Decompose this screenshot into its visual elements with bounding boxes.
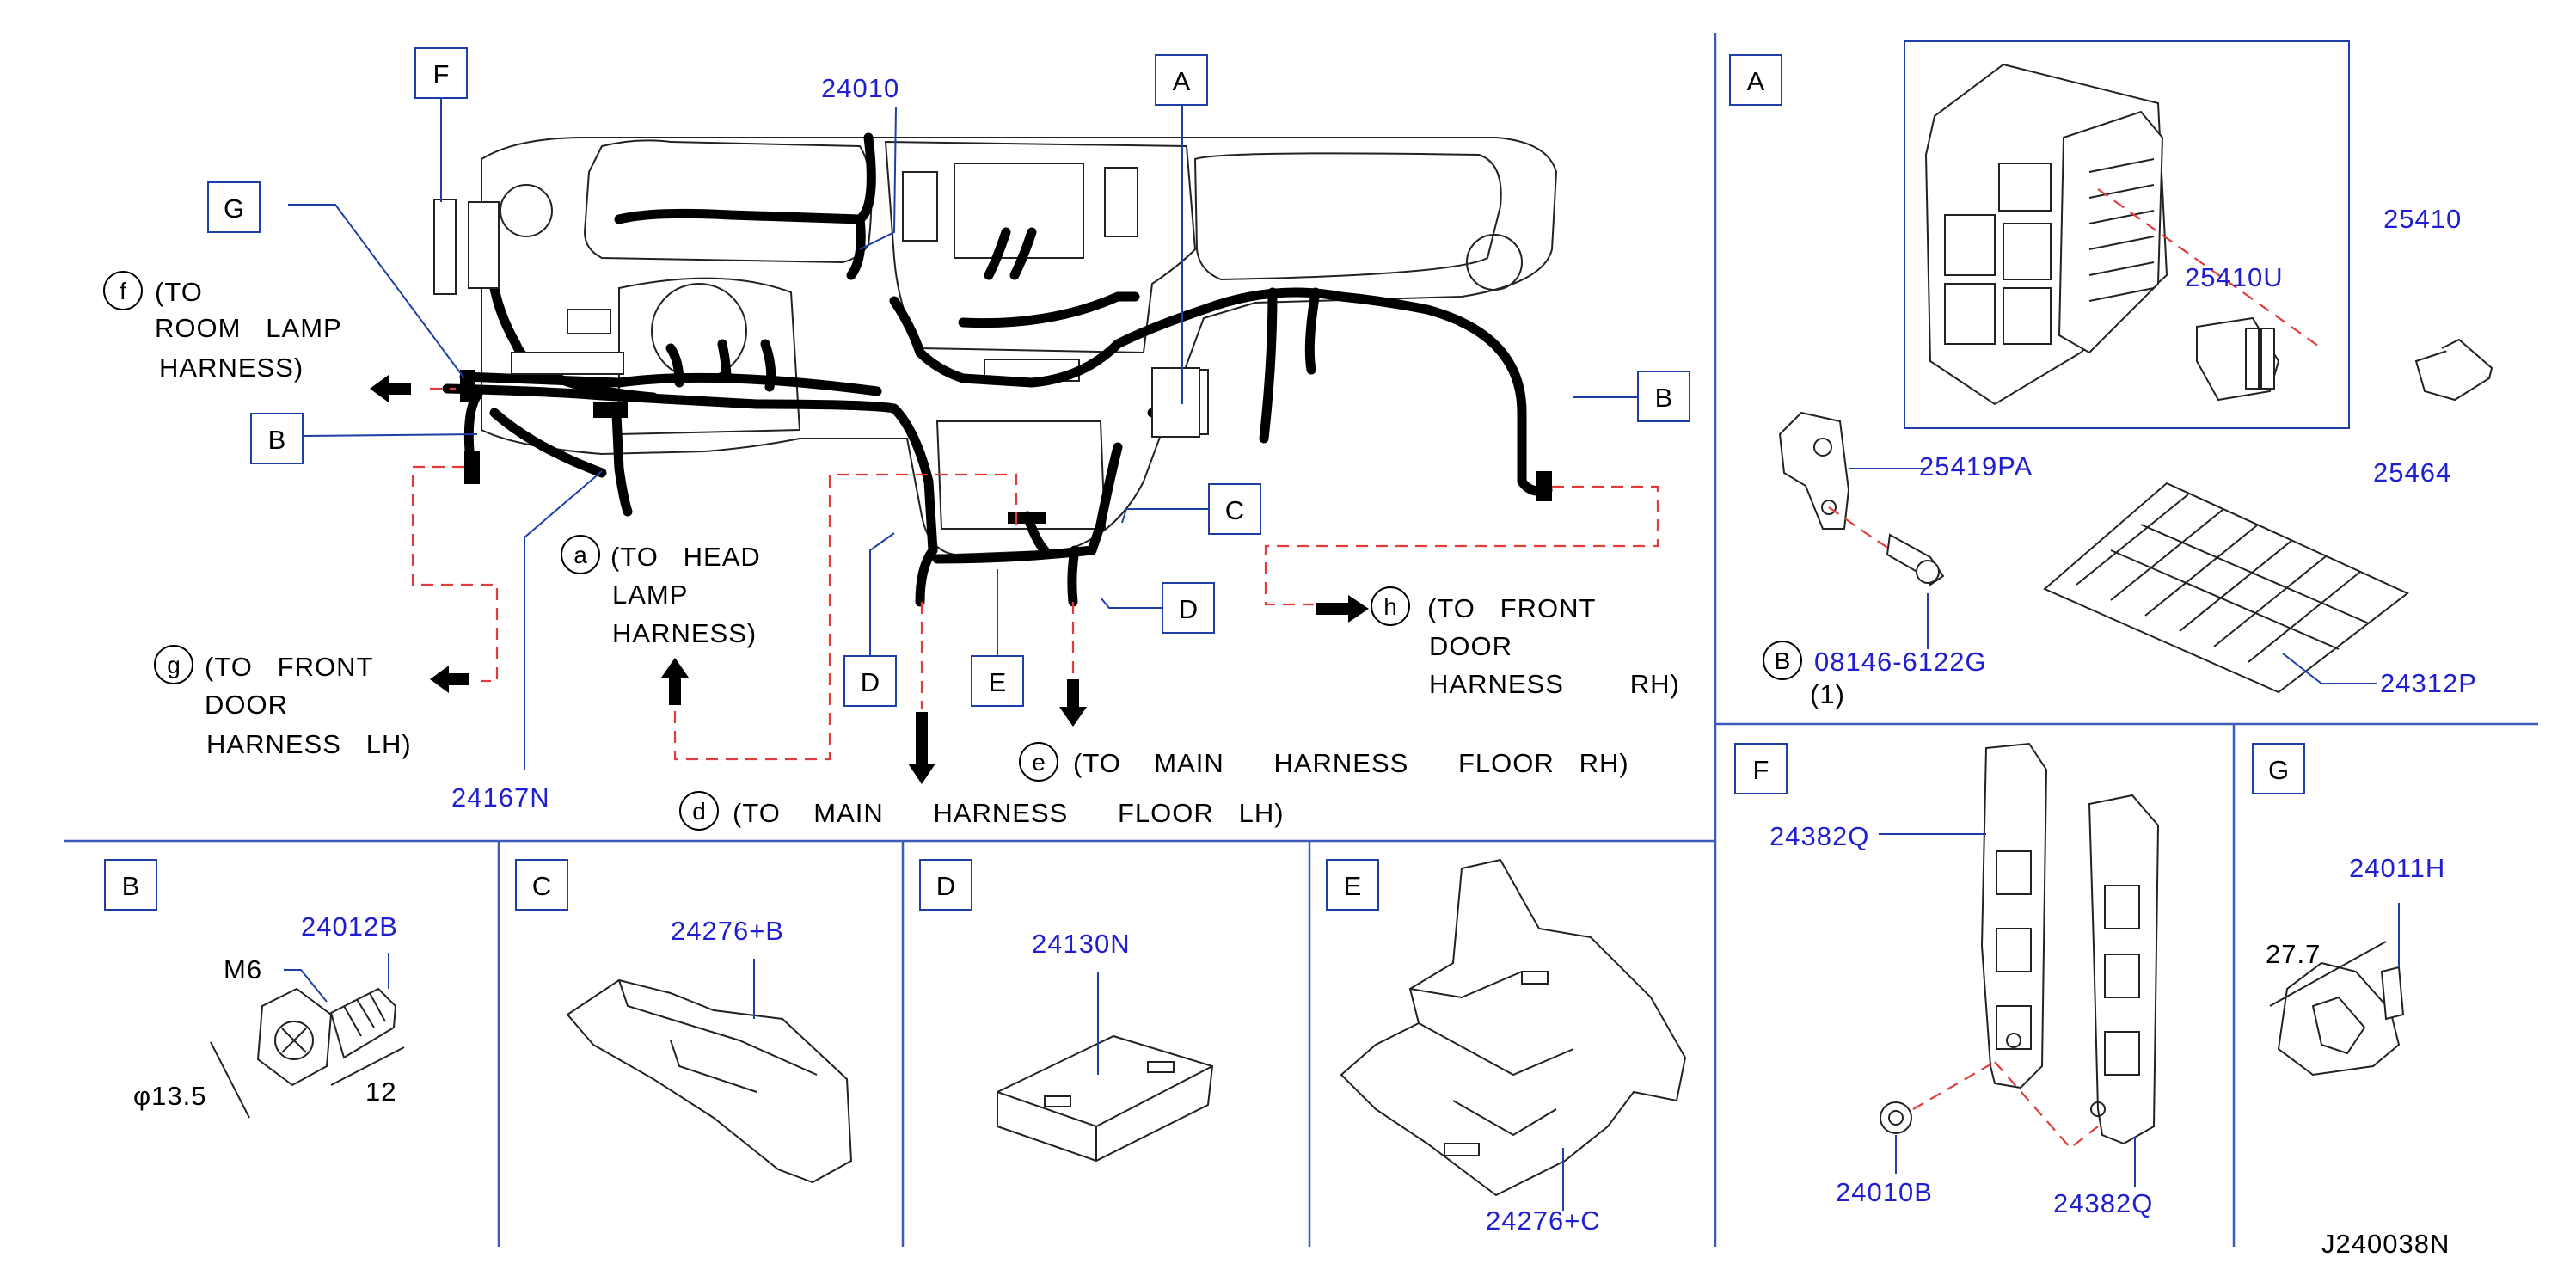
direction-arrows [370, 375, 1369, 784]
connector-a-line3: HARNESS) [612, 618, 757, 648]
connector-g-line1: (TO FRONT [205, 652, 373, 682]
connector-e-line1: (TO MAIN HARNESS FLOOR RH) [1073, 748, 1629, 778]
callout-D-lower: D [861, 667, 880, 697]
diagram-code: J240038N [2321, 1229, 2450, 1259]
connector-f-line2: ROOM LAMP [155, 313, 342, 343]
part-number-24276C: 24276+C [1486, 1205, 1601, 1236]
part-number-25419PA: 25419PA [1919, 451, 2033, 482]
bolt-24012B [210, 953, 405, 1119]
connector-a-line1: (TO HEAD [610, 542, 761, 572]
part-number-24276B: 24276+B [671, 916, 784, 946]
panel-A-label: A [1747, 66, 1765, 96]
bolt-diameter: φ13.5 [133, 1081, 206, 1111]
callout-D-right: D [1179, 594, 1198, 624]
callout-B-left: B [268, 425, 286, 455]
connector-e-letter: e [1032, 749, 1046, 776]
part-number-25410U: 25410U [2185, 262, 2284, 292]
fuse-block-25410 [1904, 40, 2350, 429]
connector-g-letter: g [167, 652, 181, 678]
callout-boxes [104, 47, 2305, 911]
wire-harness-24010 [433, 132, 1553, 607]
connector-g-line3: HARNESS LH) [206, 729, 412, 759]
part-number-24012B: 24012B [301, 911, 398, 942]
nut-24010B [1880, 1061, 2099, 1174]
fuse-label-24312P [2043, 482, 2409, 694]
part-number-24167N: 24167N [451, 782, 550, 813]
connector-h-line1: (TO FRONT [1427, 593, 1596, 623]
callout-G: G [224, 193, 244, 224]
connector-h-line3: HARNESS RH) [1429, 669, 1680, 699]
panel-E-label: E [1344, 871, 1362, 901]
callout-B-right: B [1655, 383, 1673, 413]
part-number-08146-6122G: 08146-6122G [1814, 647, 1987, 677]
bracket-24276C [1340, 858, 1687, 1211]
part-number-25464: 25464 [2373, 457, 2451, 488]
bolt-ref-letter: B [1775, 647, 1791, 674]
bracket-25419PA [1778, 411, 1926, 551]
callout-F: F [433, 59, 450, 89]
part-number-24130N: 24130N [1032, 929, 1131, 959]
part-number-24382Q-right: 24382Q [2053, 1188, 2153, 1218]
connector-a-line2: LAMP [612, 580, 688, 610]
part-number-24312P: 24312P [2380, 668, 2477, 698]
relay-25410U [2196, 316, 2280, 402]
panel-B-label: B [122, 871, 140, 901]
bracket-24382Q-left [1879, 742, 2048, 1089]
callout-A-main: A [1173, 66, 1191, 96]
connector-h-letter: h [1383, 593, 1397, 620]
connector-f-line1: (TO [155, 277, 203, 307]
bolt-thread-size: M6 [224, 954, 262, 985]
connector-f-line3: HARNESS) [159, 353, 304, 383]
callout-C-main: C [1225, 495, 1244, 525]
part-number-24010: 24010 [821, 73, 899, 103]
bracket-24382Q-right [2088, 794, 2160, 1187]
connector-d-line1: (TO MAIN HARNESS FLOOR LH) [733, 798, 1285, 828]
connector-h-line2: DOOR [1429, 631, 1512, 661]
part-number-24011H: 24011H [2349, 853, 2445, 883]
clip-dimension: 27.7 [2266, 939, 2321, 969]
panel-D-label: D [936, 871, 955, 901]
panel-F-label: F [1753, 755, 1769, 785]
connector-circles [103, 271, 1802, 831]
clip-24011H [2269, 903, 2405, 1077]
connector-f-letter: f [120, 278, 126, 304]
connector-g-line2: DOOR [205, 690, 288, 720]
connector-d-letter: d [692, 798, 706, 825]
fuse-25464 [2414, 338, 2493, 402]
connector-24130N [997, 972, 1214, 1163]
connector-a-letter: a [573, 542, 587, 568]
panel-G-label: G [2268, 755, 2289, 785]
leader-lines [288, 95, 1638, 770]
bolt-quantity: (1) [1810, 679, 1845, 709]
callout-E-main: E [989, 667, 1007, 697]
part-number-24010B: 24010B [1836, 1177, 1933, 1207]
bolt-08146-6122G [1886, 533, 1945, 649]
instrument-panel-body [481, 137, 1558, 556]
bracket-24276B [566, 959, 853, 1184]
panel-grid [64, 33, 2538, 1247]
part-number-25410: 25410 [2383, 204, 2462, 234]
bolt-length: 12 [365, 1077, 396, 1107]
part-number-24382Q-left: 24382Q [1769, 821, 1869, 851]
panel-C-label: C [532, 871, 551, 901]
connector-routes [411, 387, 1659, 761]
